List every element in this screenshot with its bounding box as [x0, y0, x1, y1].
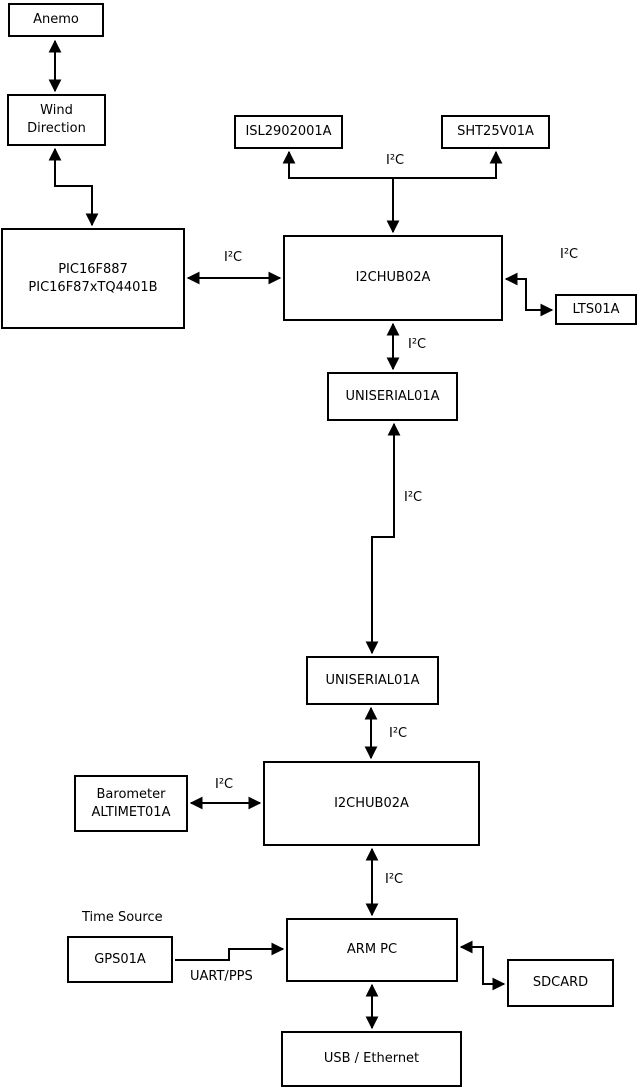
edge-hub1-lts — [504, 272, 554, 317]
label-i2c-uniserial-link: I²C — [404, 490, 423, 505]
label-i2c-uniserial2-hub2: I²C — [389, 726, 408, 741]
node-sht25v01a: SHT25V01A — [441, 115, 550, 149]
edge-uniserial1-uniserial2 — [365, 422, 401, 655]
label-i2c-hub1-uniserial1: I²C — [408, 337, 427, 352]
label-uart-pps: UART/PPS — [190, 969, 253, 984]
node-arm-pc: ARM PC — [286, 918, 458, 982]
node-pic16f887: PIC16F887 PIC16F87xTQ4401B — [1, 228, 185, 329]
node-usb-ethernet: USB / Ethernet — [281, 1031, 462, 1087]
label-i2c-pic-hub1: I²C — [224, 250, 243, 265]
label-i2c-barometer-hub2: I²C — [215, 777, 234, 792]
edge-gps-armpc — [175, 942, 285, 961]
node-wind-direction: Wind Direction — [7, 94, 106, 146]
node-uniserial01a-1: UNISERIAL01A — [327, 372, 458, 421]
node-anemo: Anemo — [8, 3, 104, 37]
node-sdcard: SDCARD — [507, 959, 614, 1007]
label-time-source: Time Source — [82, 910, 163, 925]
edge-armpc-sdcard — [459, 940, 506, 991]
node-barometer-altimet01a: Barometer ALTIMET01A — [74, 775, 188, 832]
node-i2chub02a-2: I2CHUB02A — [263, 761, 480, 846]
node-i2chub02a-1: I2CHUB02A — [283, 235, 503, 321]
node-isl2902001a: ISL2902001A — [234, 115, 343, 149]
label-i2c-hub2-armpc: I²C — [385, 872, 404, 887]
node-gps01a: GPS01A — [67, 936, 173, 983]
node-uniserial01a-2: UNISERIAL01A — [306, 656, 439, 705]
edge-wind-pic — [48, 147, 99, 227]
label-i2c-hub1-lts: I²C — [560, 247, 579, 262]
label-i2c-sensors-bus: I²C — [386, 153, 405, 168]
node-lts01a: LTS01A — [555, 294, 637, 325]
